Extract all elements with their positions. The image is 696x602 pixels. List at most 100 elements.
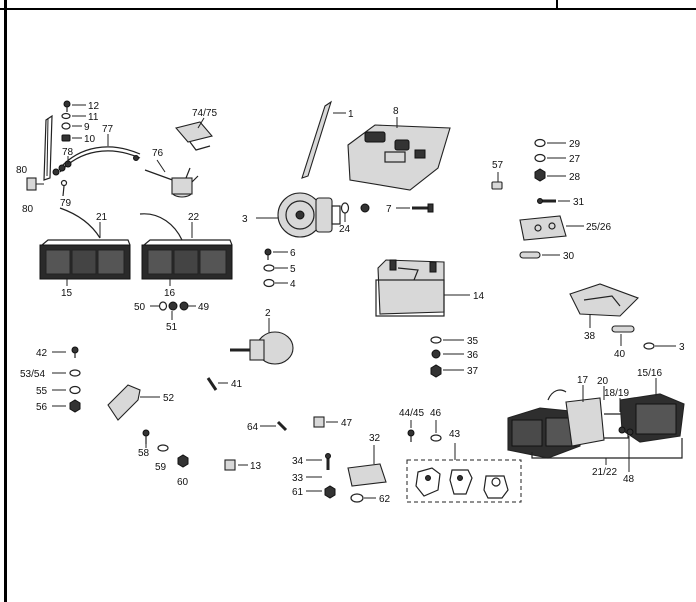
callout-30: 30 — [563, 251, 575, 262]
callout-51: 51 — [166, 322, 178, 333]
bolt-79 — [60, 179, 68, 197]
callout-36: 36 — [467, 350, 479, 361]
callout-9: 9 — [84, 122, 90, 133]
callout-55: 55 — [36, 386, 48, 397]
bulb-31 — [537, 198, 570, 204]
callout-10: 10 — [84, 134, 96, 145]
control-panel-8 — [347, 117, 451, 191]
fuse-57 — [491, 172, 503, 190]
callout-17: 17 — [577, 375, 589, 386]
callout-80-bottom: 80 — [22, 204, 34, 215]
callout-49: 49 — [198, 302, 210, 313]
connector-47 — [313, 416, 338, 428]
battery-14 — [375, 259, 470, 317]
callout-59: 59 — [155, 462, 167, 473]
callout-7: 7 — [386, 204, 392, 215]
callout-25-26: 25/26 — [586, 222, 611, 233]
left-frame-border — [4, 0, 7, 602]
callout-60: 60 — [177, 477, 189, 488]
callout-20: 20 — [597, 376, 609, 387]
callout-33: 33 — [292, 473, 304, 484]
hardware-49-51 — [150, 301, 196, 320]
cable-77 — [52, 134, 141, 176]
bracket-52 — [107, 384, 160, 421]
callout-13: 13 — [250, 461, 262, 472]
bolt-41 — [206, 377, 228, 391]
plate-25-26 — [519, 215, 584, 241]
bracket-80 — [26, 177, 44, 191]
hardware-stack-12-9 — [61, 100, 86, 142]
wiper-motor-3 — [256, 192, 341, 238]
callout-76: 76 — [152, 148, 164, 159]
callout-80-top: 80 — [16, 165, 28, 176]
callout-11: 11 — [88, 112, 99, 123]
callout-56: 56 — [36, 402, 48, 413]
bolt-7 — [396, 203, 434, 213]
callout-38: 38 — [584, 331, 596, 342]
callout-58: 58 — [138, 448, 150, 459]
hardware-35-37 — [430, 336, 464, 378]
callout-46: 46 — [430, 408, 442, 419]
callout-77: 77 — [102, 124, 114, 135]
relay-32 — [347, 445, 387, 487]
callout-41: 41 — [231, 379, 243, 390]
callout-21-22: 21/22 — [592, 467, 617, 478]
hardware-6-4 — [263, 248, 288, 288]
callout-57: 57 — [492, 160, 504, 171]
hardware-44-46 — [407, 420, 442, 442]
callout-79: 79 — [60, 198, 72, 209]
nut-24b — [360, 203, 370, 213]
callout-50: 50 — [134, 302, 146, 313]
plate-74-75 — [175, 117, 213, 151]
callout-47: 47 — [341, 418, 353, 429]
connector-13 — [224, 459, 248, 471]
callout-4: 4 — [290, 279, 296, 290]
callout-53-54: 53/54 — [20, 369, 45, 380]
callout-44-45: 44/45 — [399, 408, 424, 419]
callout-15-16: 15/16 — [637, 368, 662, 379]
callout-6: 6 — [290, 248, 296, 259]
callout-31: 31 — [573, 197, 585, 208]
connector-set-43 — [406, 443, 522, 503]
callout-48: 48 — [623, 474, 635, 485]
callout-52: 52 — [163, 393, 175, 404]
callout-34: 34 — [292, 456, 304, 467]
callout-12: 12 — [88, 101, 100, 112]
callout-78: 78 — [62, 147, 74, 158]
callout-16: 16 — [164, 288, 176, 299]
callout-32: 32 — [369, 433, 381, 444]
work-lamp-38 — [569, 283, 639, 328]
washer-39 — [643, 342, 676, 350]
callout-8: 8 — [393, 106, 399, 117]
hardware-29-28 — [534, 138, 566, 182]
callout-24: 24 — [339, 224, 351, 235]
callout-35: 35 — [467, 336, 479, 347]
callout-14: 14 — [473, 291, 485, 302]
callout-2: 2 — [265, 308, 271, 319]
callout-21: 21 — [96, 212, 108, 223]
callout-42: 42 — [36, 348, 48, 359]
callout-43: 43 — [449, 429, 461, 440]
callout-22: 22 — [188, 212, 200, 223]
callout-3: 3 — [242, 214, 248, 225]
callout-39-partial: 3 — [679, 342, 685, 353]
rear-lamp-16 — [139, 213, 233, 286]
callout-61: 61 — [292, 487, 304, 498]
wiper-arm-1 — [301, 100, 346, 179]
screw-64 — [260, 420, 288, 432]
combination-lamp-right — [507, 378, 685, 472]
callout-62: 62 — [379, 494, 391, 505]
rear-lamp-15 — [39, 207, 131, 286]
clip-40 — [611, 325, 635, 346]
hardware-58-60 — [142, 429, 189, 468]
callout-28: 28 — [569, 172, 581, 183]
hardware-34-62 — [306, 453, 376, 503]
hardware-42-56 — [52, 346, 81, 413]
callout-5: 5 — [290, 264, 296, 275]
callout-1: 1 — [348, 109, 354, 120]
horn-2 — [230, 318, 294, 365]
top-frame-border — [0, 0, 696, 10]
flasher-76 — [144, 159, 199, 198]
